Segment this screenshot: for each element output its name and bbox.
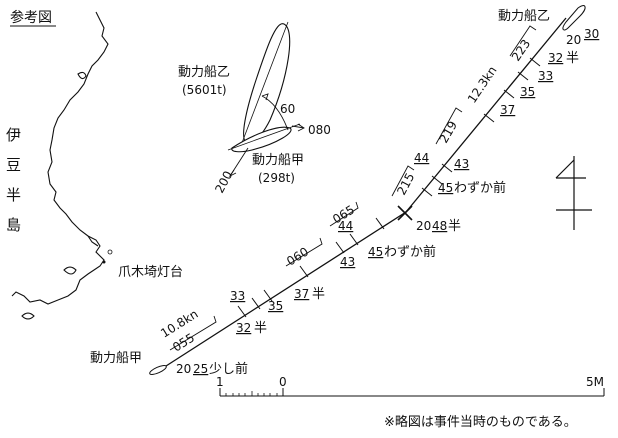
a-course-060: 060 xyxy=(284,245,311,269)
inset-a-tonnage: (298t) xyxy=(258,171,295,185)
a-start-min: 25 xyxy=(193,362,208,376)
angle-arc xyxy=(261,95,289,131)
a-course-055-flag xyxy=(169,315,217,351)
b-m35: 35 xyxy=(520,85,535,99)
a-start-prefix: 20 xyxy=(176,362,191,376)
vessel-a-start-icon xyxy=(149,365,167,375)
inset-heading-080: 080 xyxy=(308,123,331,137)
a-tick-44 xyxy=(349,233,359,246)
inset-angle-60: 60 xyxy=(280,102,295,116)
vessel-b-start-icon xyxy=(562,5,586,31)
peninsula-char-3: 半 xyxy=(6,186,21,204)
a-tick-32half xyxy=(237,305,247,318)
scale-left: 1 xyxy=(216,375,224,389)
inset-a-name: 動力船甲 xyxy=(252,153,304,168)
a-m32-suffix: 半 xyxy=(254,321,267,336)
b-course-223-flag xyxy=(509,25,537,57)
vessel-b-hull-icon xyxy=(243,23,291,144)
map-title: 参考図 xyxy=(10,9,52,26)
angle-arrow-icon xyxy=(261,93,269,101)
a-m37: 37 xyxy=(294,287,309,301)
a-m43: 43 xyxy=(340,255,355,269)
heading-200-arrow-icon xyxy=(228,169,237,178)
b-m32-suffix: 半 xyxy=(566,51,579,66)
b-course-215: 215 xyxy=(394,171,417,198)
peninsula-char-1: 伊 xyxy=(6,126,21,144)
b-start-min: 30 xyxy=(584,27,599,41)
b-m37: 37 xyxy=(500,103,515,117)
a-m45: 45 xyxy=(368,245,383,259)
b-tick-37 xyxy=(483,113,495,123)
b-start-prefix: 20 xyxy=(566,33,581,47)
scale-right: 5M xyxy=(586,375,604,389)
b-m45: 45 xyxy=(438,181,453,195)
a-tick-43 xyxy=(335,241,345,254)
a-start-note: 少し前 xyxy=(209,361,248,377)
b-m32: 32 xyxy=(548,51,563,65)
inset-b-name: 動力船乙 xyxy=(178,65,230,80)
a-course-060-flag xyxy=(285,237,323,267)
vessel-a-track xyxy=(149,201,407,375)
a-tick-45 xyxy=(375,217,385,230)
b-tick-44 xyxy=(431,175,443,185)
inset-b-tonnage: (5601t) xyxy=(182,83,227,97)
lighthouse-label: 爪木埼灯台 xyxy=(118,265,183,280)
collision-prefix: 20 xyxy=(416,219,431,233)
vessel-b-track xyxy=(391,5,586,213)
vessel-b-heading-line xyxy=(239,21,289,149)
b-m43: 43 xyxy=(454,157,469,171)
b-tick-45 xyxy=(421,187,433,197)
b-speed: 12.3kn xyxy=(465,64,500,106)
a-tick-37half xyxy=(299,265,309,278)
a-m33: 33 xyxy=(230,289,245,303)
a-m45-note: わずか前 xyxy=(384,244,436,260)
b-m44: 44 xyxy=(414,151,429,165)
scale-zero: 0 xyxy=(279,375,287,389)
heading-080-arrow-icon xyxy=(297,123,305,132)
a-tick-35 xyxy=(263,289,273,302)
vessel-a-label: 動力船甲 xyxy=(90,351,142,366)
a-tick-33 xyxy=(251,297,261,310)
b-m45-note: わずか前 xyxy=(454,180,506,196)
b-tick-33 xyxy=(517,71,529,81)
a-m32: 32 xyxy=(236,321,251,335)
inset-vessels xyxy=(227,21,305,178)
peninsula-char-4: 島 xyxy=(6,216,21,234)
vessel-a-heading-line xyxy=(227,123,301,151)
b-m33: 33 xyxy=(538,69,553,83)
vessel-a-hull-icon xyxy=(231,126,292,153)
vessel-b-label: 動力船乙 xyxy=(498,9,550,24)
b-course-219-flag xyxy=(435,107,463,145)
footnote: ※略図は事件当時のものである。 xyxy=(384,414,577,430)
heading-080-line xyxy=(291,125,305,129)
b-tick-35 xyxy=(503,89,515,99)
a-m44: 44 xyxy=(338,219,353,233)
peninsula-char-2: 豆 xyxy=(6,156,21,174)
b-course-215-flag xyxy=(391,165,415,197)
izu-coastline xyxy=(11,11,113,320)
a-m37-suffix: 半 xyxy=(312,287,325,302)
b-tick-32half xyxy=(529,57,541,67)
b-course-223: 223 xyxy=(509,37,533,64)
b-course-219: 219 xyxy=(436,119,460,146)
a-course-065-flag xyxy=(329,201,359,227)
north-arrow-icon xyxy=(555,156,592,230)
a-m35: 35 xyxy=(268,299,283,313)
b-tick-43 xyxy=(441,163,453,173)
scale-bar xyxy=(219,388,605,397)
collision-min: 48 xyxy=(432,219,447,233)
collision-suffix: 半 xyxy=(448,219,461,234)
